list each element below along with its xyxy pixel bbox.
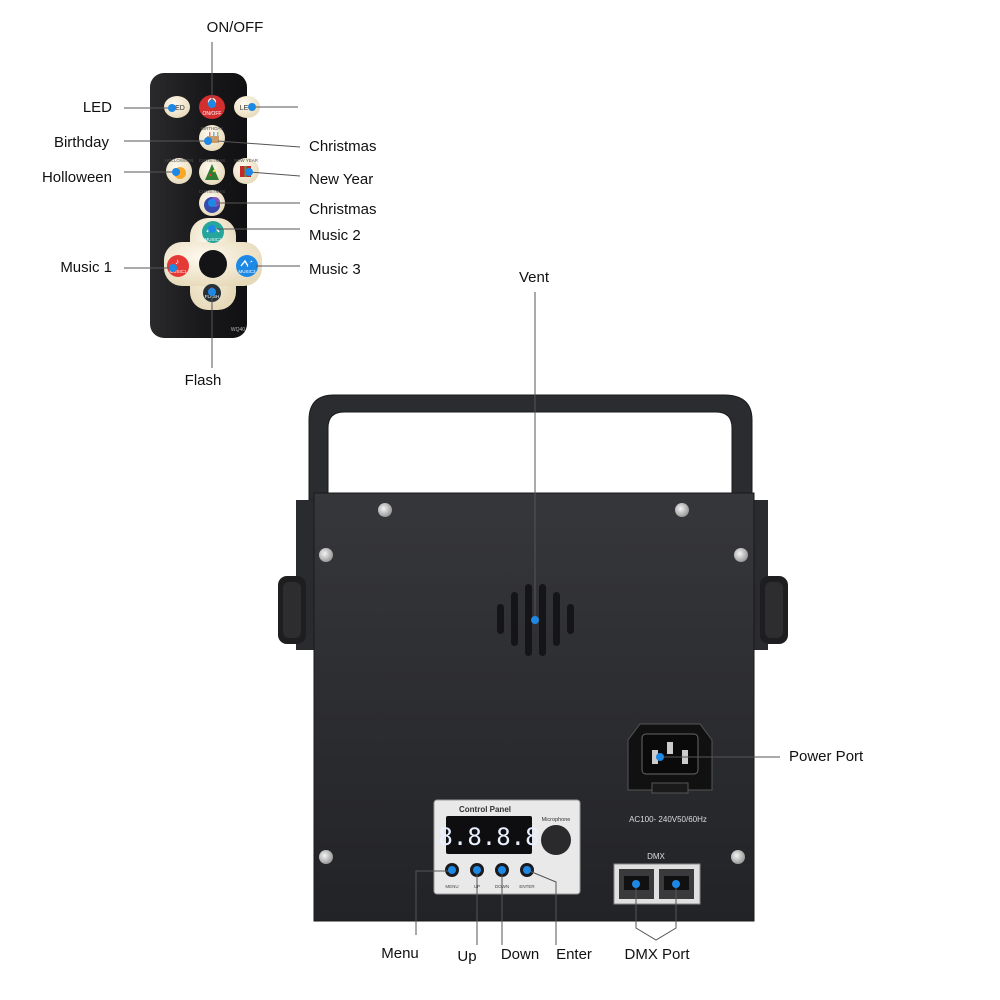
callout-vent: Vent	[518, 269, 550, 286]
svg-text:LE: LE	[240, 105, 249, 112]
music-dpad	[164, 218, 262, 310]
christmas-tree-button[interactable]: CHRISTMAS	[199, 158, 226, 185]
svg-text:HOLLOWEEN: HOLLOWEEN	[165, 158, 194, 163]
callout-music2: Music 2	[309, 227, 361, 244]
callout-christmas-bottom: Christmas	[309, 201, 377, 218]
callout-onoff: ON/OFF	[206, 19, 264, 36]
power-port[interactable]	[627, 723, 713, 794]
svg-text:NEW YEAR: NEW YEAR	[234, 158, 259, 163]
dmx-port-area	[613, 863, 701, 905]
callout-holloween: Holloween	[41, 169, 112, 186]
callout-birthday: Birthday	[53, 134, 109, 151]
control-panel: Control Panel 8.8.8.8 Microphone MENU UP…	[433, 799, 581, 895]
screws	[319, 503, 748, 864]
svg-text:MUSIC2: MUSIC2	[204, 237, 221, 242]
svg-text:CHRISTMAS: CHRISTMAS	[199, 158, 226, 163]
control-panel-title: Control Panel	[459, 805, 511, 814]
svg-text:ED: ED	[175, 105, 185, 112]
led-right-button[interactable]: LE	[234, 96, 260, 118]
mounting-bracket	[308, 394, 753, 501]
remote-callout-lines	[124, 42, 301, 368]
callout-up: Up	[457, 948, 477, 965]
vent	[497, 584, 574, 656]
led-display-digits: 8.8.8.8	[438, 823, 539, 851]
callout-power-port: Power Port	[789, 748, 864, 765]
enter-panel-label: ENTER	[519, 884, 535, 889]
microphone-label: Microphone	[542, 817, 571, 823]
svg-text:MUSIC1: MUSIC1	[169, 269, 186, 274]
menu-panel-label: MENU	[445, 884, 458, 889]
callout-music3: Music 3	[309, 261, 361, 278]
callout-new-year: New Year	[309, 171, 374, 188]
device-callout-lines	[415, 292, 780, 945]
callout-flash: Flash	[184, 372, 222, 389]
birthday-button[interactable]: BIRTHDAY	[199, 125, 225, 151]
device-callout-dots	[448, 616, 680, 888]
callout-down: Down	[500, 946, 540, 963]
callout-christmas-top: Christmas	[309, 138, 377, 155]
callout-music1: Music 1	[60, 259, 112, 276]
led-display	[446, 816, 532, 854]
microphone	[541, 825, 571, 855]
power-rating-label: AC100- 240V50/60Hz	[629, 815, 707, 824]
callout-enter: Enter	[556, 946, 592, 963]
svg-text:MUSIC3: MUSIC3	[238, 269, 255, 274]
right-knob[interactable]	[760, 576, 788, 644]
dmx-label: DMX	[647, 852, 665, 861]
callout-led: LED	[82, 99, 112, 116]
left-knob[interactable]	[278, 576, 306, 644]
remote-model-label: WQ40	[231, 327, 245, 333]
remote-control: ED ON/OFF LE BIRTHDAY HOLLOWEEN	[150, 73, 262, 338]
led-left-button[interactable]: ED	[164, 96, 190, 118]
callout-menu: Menu	[381, 945, 419, 962]
svg-text:CHRISTMAS: CHRISTMAS	[199, 189, 226, 194]
note-icon: ♪	[175, 257, 179, 266]
light-device: AC100- 240V50/60Hz Control Panel 8.8.8.8…	[278, 394, 788, 922]
svg-text:ON/OFF: ON/OFF	[203, 111, 222, 117]
callout-dmx-port: DMX Port	[624, 946, 690, 963]
cake-icon	[207, 136, 219, 143]
tree-icon	[205, 164, 219, 180]
remote-callout-dots	[168, 100, 256, 296]
svg-text:BIRTHDAY: BIRTHDAY	[201, 126, 223, 131]
